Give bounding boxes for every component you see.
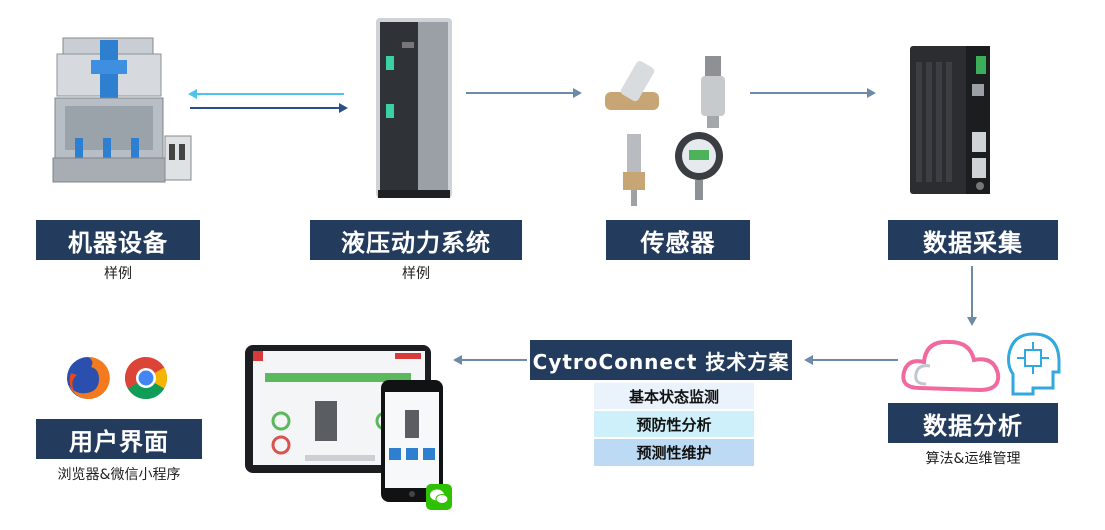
- ai-head-icon: [1007, 332, 1061, 396]
- machine-subtitle: 样例: [104, 266, 132, 282]
- hydraulic-subtitle: 样例: [402, 266, 430, 282]
- arrow-to-ui: [453, 355, 527, 365]
- analysis-title: 数据分析: [923, 411, 1023, 440]
- machine-equipment-illustration: [52, 37, 192, 183]
- sensor-illustration: [605, 56, 725, 206]
- ui-subtitle: 浏览器&微信小程序: [57, 467, 181, 483]
- machine-title: 机器设备: [68, 228, 168, 257]
- hydraulic-unit-illustration: [376, 18, 452, 198]
- cloud-icon: [901, 339, 1001, 393]
- arrow-to-collection: [750, 88, 876, 98]
- temperature-probe-icon: [623, 134, 645, 206]
- chrome-icon: [124, 357, 168, 400]
- pressure-transducer-icon: [701, 56, 725, 128]
- firefox-icon: [67, 356, 110, 399]
- solution-item-1: 基本状态监测: [594, 383, 754, 409]
- valve-icon: [605, 61, 659, 110]
- hydraulic-title: 液压动力系统: [341, 228, 491, 257]
- wechat-icon: [426, 484, 452, 510]
- sensor-title: 传感器: [640, 228, 716, 257]
- phone-app-illustration: [381, 380, 443, 502]
- sensor-label: 传感器: [606, 220, 750, 260]
- arrow-to-solution: [804, 355, 898, 365]
- analysis-subtitle: 算法&运维管理: [925, 451, 1021, 467]
- arrow-to-hydraulic: [190, 103, 348, 113]
- data-collection-device-illustration: [910, 46, 990, 194]
- ui-label: 用户界面: [36, 419, 202, 459]
- collection-label: 数据采集: [888, 220, 1058, 260]
- solution-title-text: CytroConnect 技术方案: [532, 349, 790, 374]
- solution-title: CytroConnect 技术方案: [530, 340, 792, 380]
- arrow-to-analysis: [967, 266, 977, 326]
- arrow-to-sensor: [466, 88, 582, 98]
- solution-item-2: 预防性分析: [594, 411, 754, 437]
- arrow-back-to-machine: [188, 89, 344, 99]
- machine-label: 机器设备: [36, 220, 200, 260]
- ui-title: 用户界面: [69, 427, 169, 456]
- collection-title: 数据采集: [923, 228, 1023, 257]
- hydraulic-label: 液压动力系统: [310, 220, 522, 260]
- gauge-sensor-icon: [675, 132, 723, 200]
- solution-item-3: 预测性维护: [594, 439, 754, 466]
- analysis-label: 数据分析: [888, 403, 1058, 443]
